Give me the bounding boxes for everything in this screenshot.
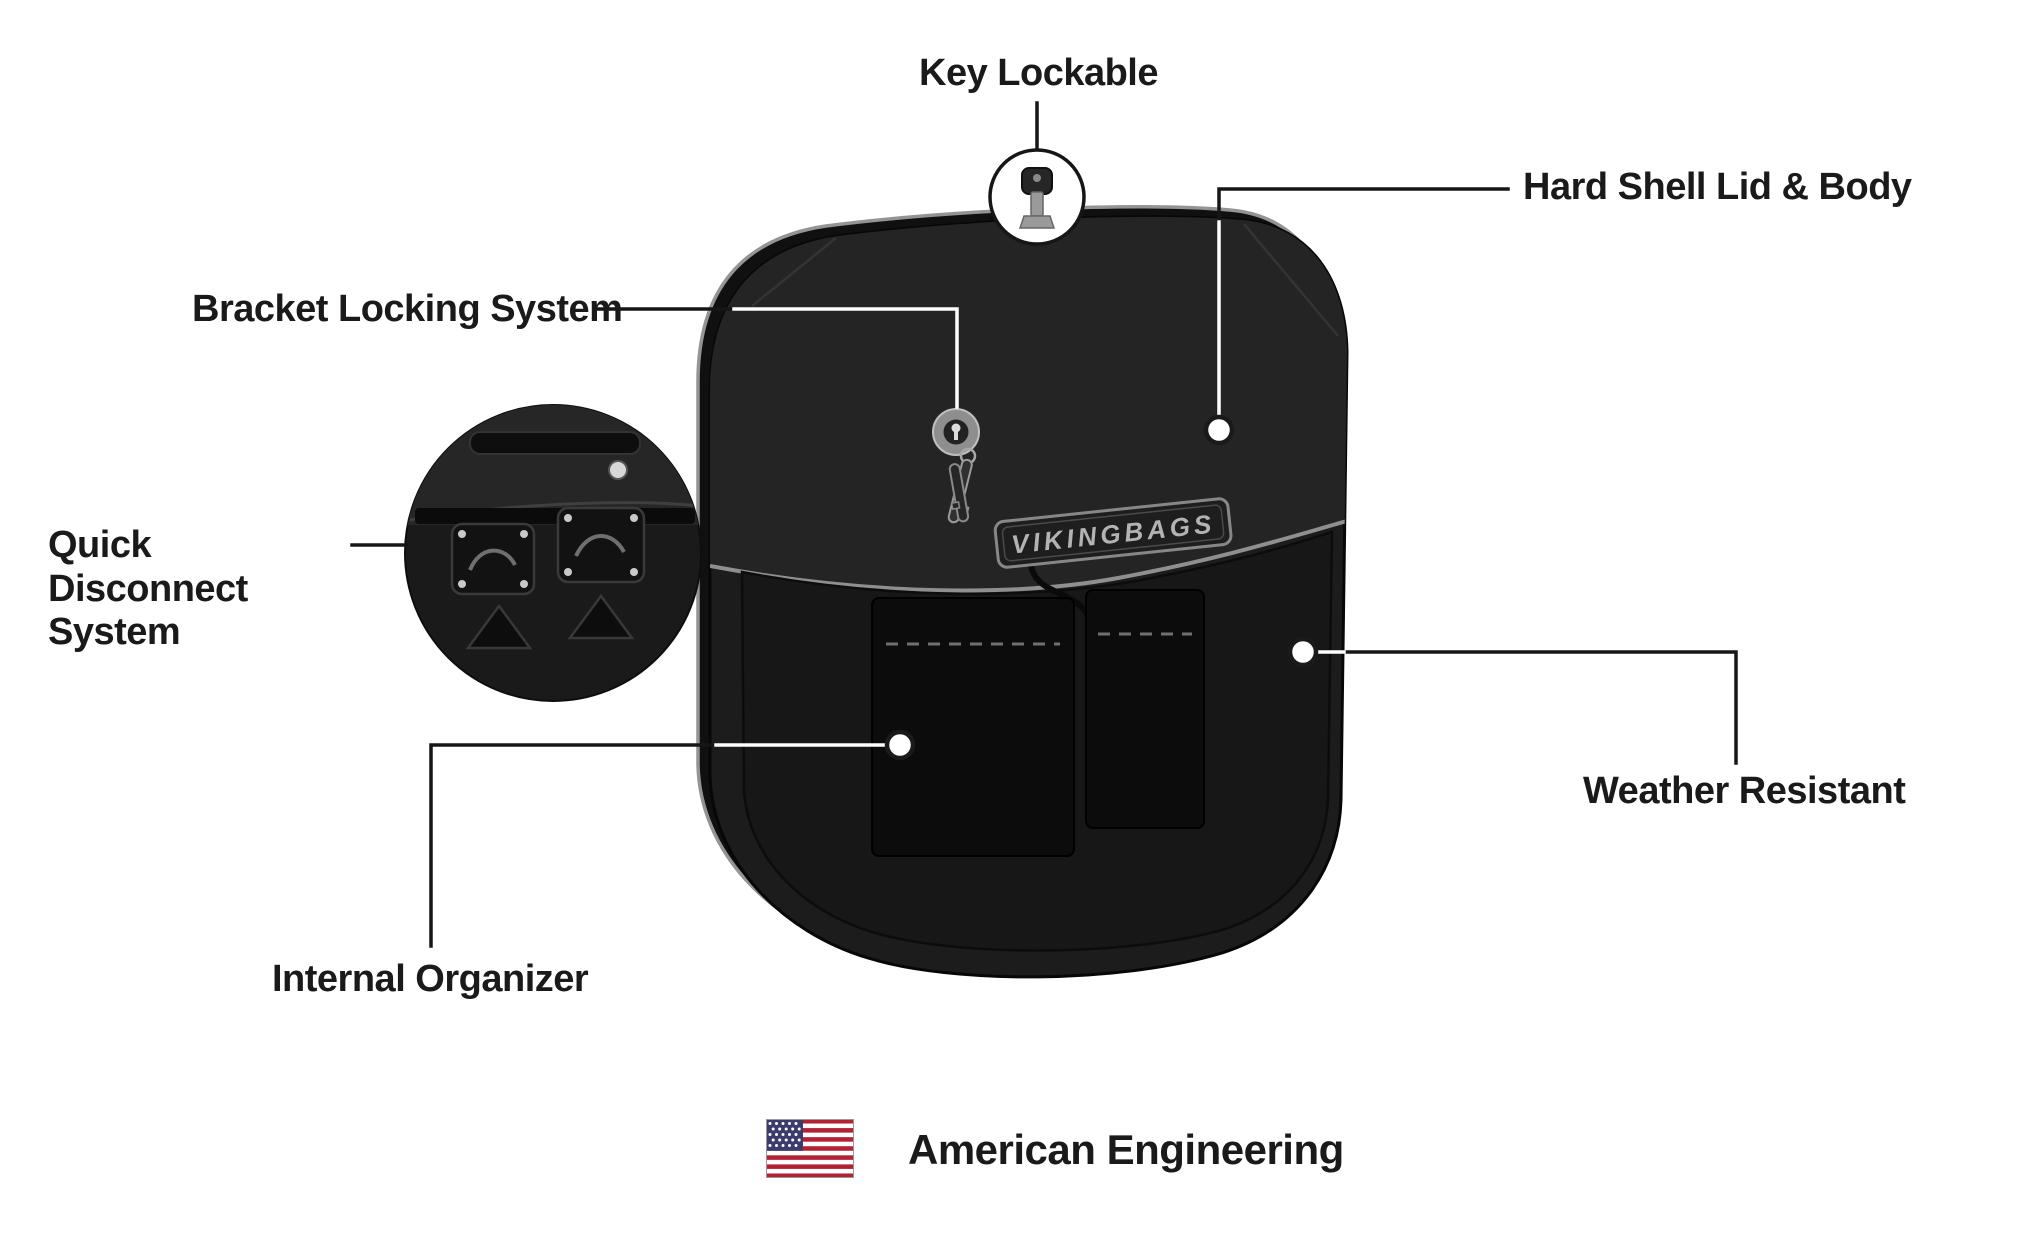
label-key-lockable: Key Lockable xyxy=(919,52,1159,94)
label-quick-disconnect-system: Quick Disconnect System xyxy=(48,524,248,654)
organizer-pocket-left xyxy=(871,597,1075,857)
lid-seam-line xyxy=(710,519,1347,593)
callout-line-bracket-on-bag xyxy=(732,307,959,409)
internal-organizer-pockets xyxy=(871,589,1205,857)
keys-icon xyxy=(947,447,977,524)
us-flag-icon xyxy=(766,1119,854,1178)
marker-hard-shell xyxy=(1203,414,1235,446)
label-bracket-locking-system: Bracket Locking System xyxy=(192,288,623,330)
callout-markers xyxy=(884,414,1319,761)
bracket-plate-left xyxy=(450,522,536,596)
lock-icon xyxy=(932,408,980,456)
key-badge xyxy=(988,148,1086,246)
organizer-pocket-right xyxy=(1085,589,1205,829)
inset-upper-panel xyxy=(405,405,701,525)
callout-line-internal-organizer xyxy=(429,743,720,948)
bag-lid xyxy=(710,216,1347,591)
bracket-plate-right xyxy=(556,506,646,584)
key-icon xyxy=(1018,167,1056,229)
quick-disconnect-inset xyxy=(404,404,702,702)
callout-line-hard-shell xyxy=(1217,187,1510,224)
label-weather-resistant: Weather Resistant xyxy=(1583,770,1906,812)
label-hard-shell-lid-body: Hard Shell Lid & Body xyxy=(1523,166,1912,208)
callout-lines-dark xyxy=(350,101,1738,948)
mounting-hook-right xyxy=(567,593,635,640)
marker-internal-organizer xyxy=(884,729,916,761)
label-internal-organizer: Internal Organizer xyxy=(272,958,589,1000)
inset-knob xyxy=(608,460,628,480)
marker-weather-resistant xyxy=(1287,636,1319,668)
inset-zipper xyxy=(469,431,641,455)
corner-seam-left xyxy=(751,237,837,307)
brand-plate: VIKINGBAGS xyxy=(993,497,1233,569)
footer-text: American Engineering xyxy=(908,1126,1344,1173)
mounting-hook-left xyxy=(465,603,533,650)
callout-line-weather-resistant xyxy=(1341,650,1738,765)
mounting-rail xyxy=(415,508,695,524)
saddlebag-illustration: VIKINGBAGS xyxy=(696,205,1349,979)
callout-lines-light xyxy=(714,220,1346,747)
corner-seam-right xyxy=(1243,223,1339,337)
